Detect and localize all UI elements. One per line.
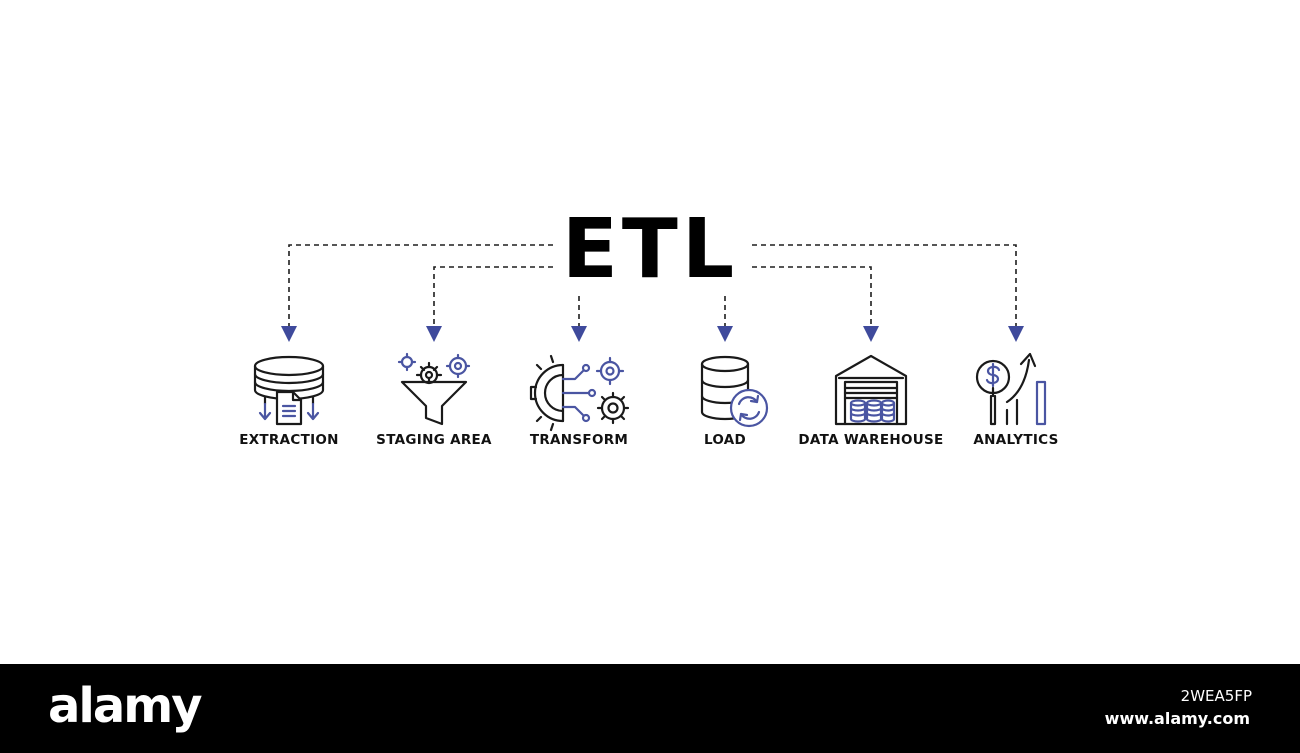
- connectors: [281, 244, 1024, 342]
- warehouse-icon: [834, 354, 908, 426]
- watermark-footer: alamy 2WEA5FP www.alamy.com: [0, 664, 1300, 753]
- connector-extraction: [281, 244, 553, 342]
- connector-data-warehouse: [752, 266, 879, 342]
- step-label-transform: TRANSFORM: [529, 432, 629, 448]
- analytics-growth-icon: [975, 352, 1047, 426]
- database-extract-icon: [253, 355, 325, 426]
- etl-diagram: [253, 244, 1047, 432]
- step-label-data-warehouse: DATA WAREHOUSE: [798, 432, 944, 448]
- image-id: 2WEA5FP: [1180, 687, 1252, 705]
- step-label-analytics: ANALYTICS: [973, 432, 1059, 448]
- site-url: www.alamy.com: [1104, 709, 1250, 728]
- brand-logo: alamy: [48, 678, 203, 734]
- step-label-load: LOAD: [703, 432, 747, 448]
- step-label-extraction: EXTRACTION: [239, 432, 339, 448]
- connector-staging-area: [426, 266, 553, 342]
- diagram-title: ETL: [561, 202, 739, 297]
- circuit-gears-icon: [529, 354, 630, 432]
- database-sync-icon: [700, 355, 769, 428]
- diagram-canvas: ETL EXTRACTION STAGING AREA TRANSFORM LO…: [239, 202, 1059, 448]
- funnel-gears-icon: [397, 352, 471, 426]
- step-label-staging-area: STAGING AREA: [376, 432, 492, 448]
- connector-analytics: [752, 244, 1024, 342]
